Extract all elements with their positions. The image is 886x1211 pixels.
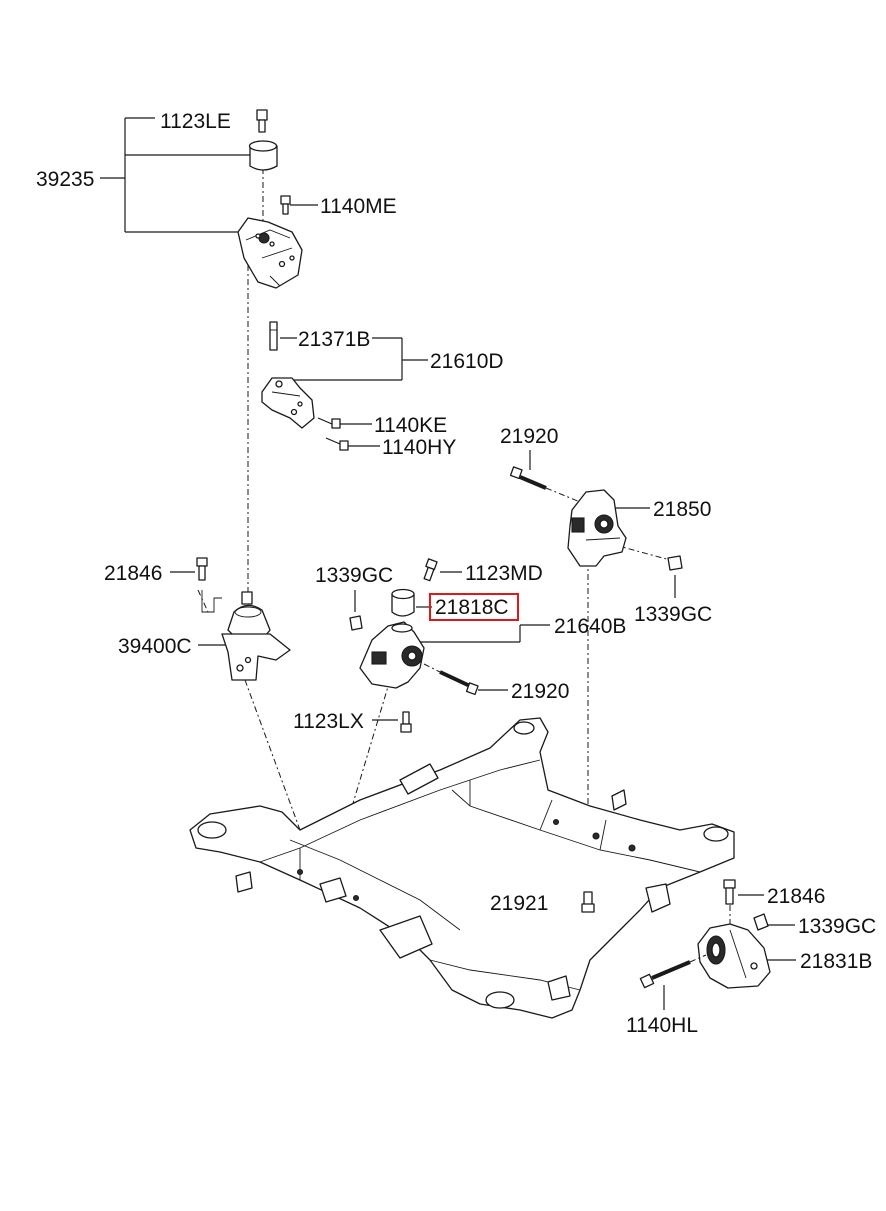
label-21818c: 21818C: [435, 596, 509, 619]
label-21610d: 21610D: [430, 350, 504, 373]
highlight-box-21818c: [429, 593, 519, 621]
bushing-21818c: [391, 588, 415, 617]
bolt-21921: [581, 891, 595, 913]
label-21920-top: 21920: [500, 425, 558, 448]
bolt-1140hl: [639, 954, 707, 989]
label-1123md: 1123MD: [465, 562, 543, 585]
label-1339gc-right: 1339GC: [634, 603, 712, 626]
label-1123lx: 1123LX: [293, 710, 364, 733]
mount-21831b: [697, 923, 771, 989]
bolt-1123le: [256, 109, 268, 133]
bolt-21846-left: [196, 557, 222, 613]
label-21846-left: 21846: [104, 562, 162, 585]
label-21850: 21850: [653, 498, 711, 521]
bracket-39235: [237, 217, 303, 289]
part-labels: 1123LE 39235 1140ME 21371B 21610D 1140KE…: [36, 110, 876, 1037]
bolt-1140me: [280, 195, 291, 215]
label-1140hy: 1140HY: [382, 436, 456, 459]
label-21831b: 21831B: [800, 950, 872, 973]
stud-21371b: [269, 321, 278, 351]
label-1123le: 1123LE: [160, 110, 231, 133]
mount-39400c: [221, 591, 291, 681]
bolt-1123lx: [400, 711, 412, 733]
bracket-21610d: [261, 377, 315, 429]
mount-21640b: [359, 621, 425, 689]
bolt-21920-mid: [423, 663, 479, 696]
label-21920-mid: 21920: [511, 680, 569, 703]
leader-lines: [100, 117, 796, 1010]
label-1140hl: 1140HL: [626, 1014, 698, 1037]
label-21371b: 21371B: [298, 328, 370, 351]
nut-1339gc-mid: [349, 615, 363, 631]
bolt-21846-right: [723, 879, 736, 905]
label-1140me: 1140ME: [320, 195, 397, 218]
label-39400c: 39400C: [118, 635, 192, 658]
label-1339gc-mid: 1339GC: [315, 564, 393, 587]
bolt-1140ke: [317, 417, 341, 429]
subframe: [189, 717, 735, 1019]
nut-1339gc-right: [667, 555, 683, 571]
bolt-21920-top: [509, 466, 581, 503]
bolt-1140hy: [325, 437, 349, 451]
label-39235: 39235: [36, 168, 94, 191]
label-1339gc-low: 1339GC: [798, 915, 876, 938]
bolt-1123md: [423, 558, 438, 582]
label-21846-right: 21846: [767, 885, 825, 908]
label-21921: 21921: [490, 892, 548, 915]
mount-21850: [567, 489, 627, 567]
label-21640b: 21640B: [554, 615, 626, 638]
nut-1339gc-low: [753, 913, 769, 931]
label-1140ke: 1140KE: [374, 414, 447, 437]
bushing-39235: [248, 140, 278, 171]
